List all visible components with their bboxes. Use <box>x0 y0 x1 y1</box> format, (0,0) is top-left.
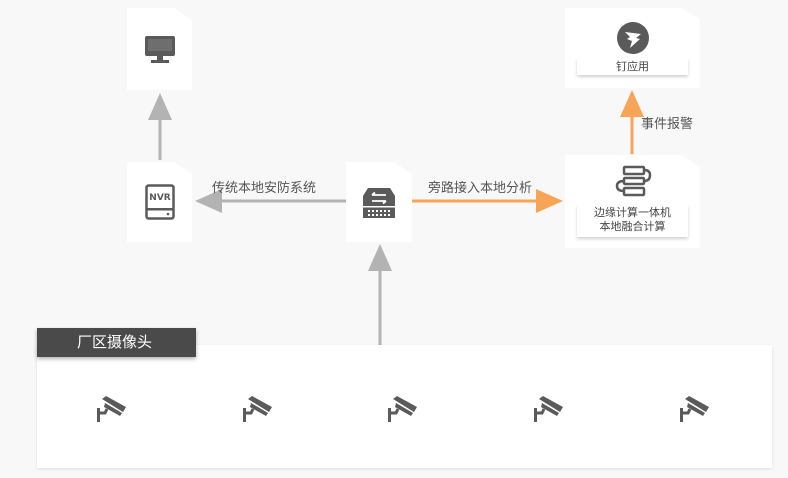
camera-card <box>640 378 750 440</box>
monitor-icon <box>144 35 176 65</box>
edge-computing-node: 边缘计算一体机 本地融合计算 <box>565 155 700 248</box>
dingtalk-node: 钉应用 <box>565 8 700 88</box>
nvr-icon: NVR <box>145 184 175 220</box>
switch-node <box>346 162 412 242</box>
camera-card <box>348 378 458 440</box>
camera-card <box>57 378 167 440</box>
label-event-alarm: 事件报警 <box>641 117 694 132</box>
edge-label-line1: 边缘计算一体机 <box>594 206 671 219</box>
camera-card <box>203 378 313 440</box>
camera-card <box>494 378 604 440</box>
cctv-camera-icon <box>679 395 711 423</box>
monitor-node <box>127 8 192 90</box>
cctv-camera-icon <box>242 395 274 423</box>
svg-text:NVR: NVR <box>149 193 170 203</box>
dingtalk-label: 钉应用 <box>577 58 688 75</box>
dingtalk-icon <box>616 21 650 55</box>
edge-computing-label: 边缘计算一体机 本地融合计算 <box>577 205 688 237</box>
cctv-camera-icon <box>533 395 565 423</box>
edge-label-line2: 本地融合计算 <box>599 220 666 233</box>
nvr-node: NVR <box>127 162 192 242</box>
server-stack-icon <box>614 165 652 197</box>
network-switch-icon <box>362 187 396 219</box>
label-traditional-security: 传统本地安防系统 <box>212 181 317 196</box>
cctv-camera-icon <box>96 395 128 423</box>
cctv-camera-icon <box>387 395 419 423</box>
label-bypass-analysis: 旁路接入本地分析 <box>428 181 533 196</box>
camera-panel-title: 厂区摄像头 <box>37 328 196 357</box>
